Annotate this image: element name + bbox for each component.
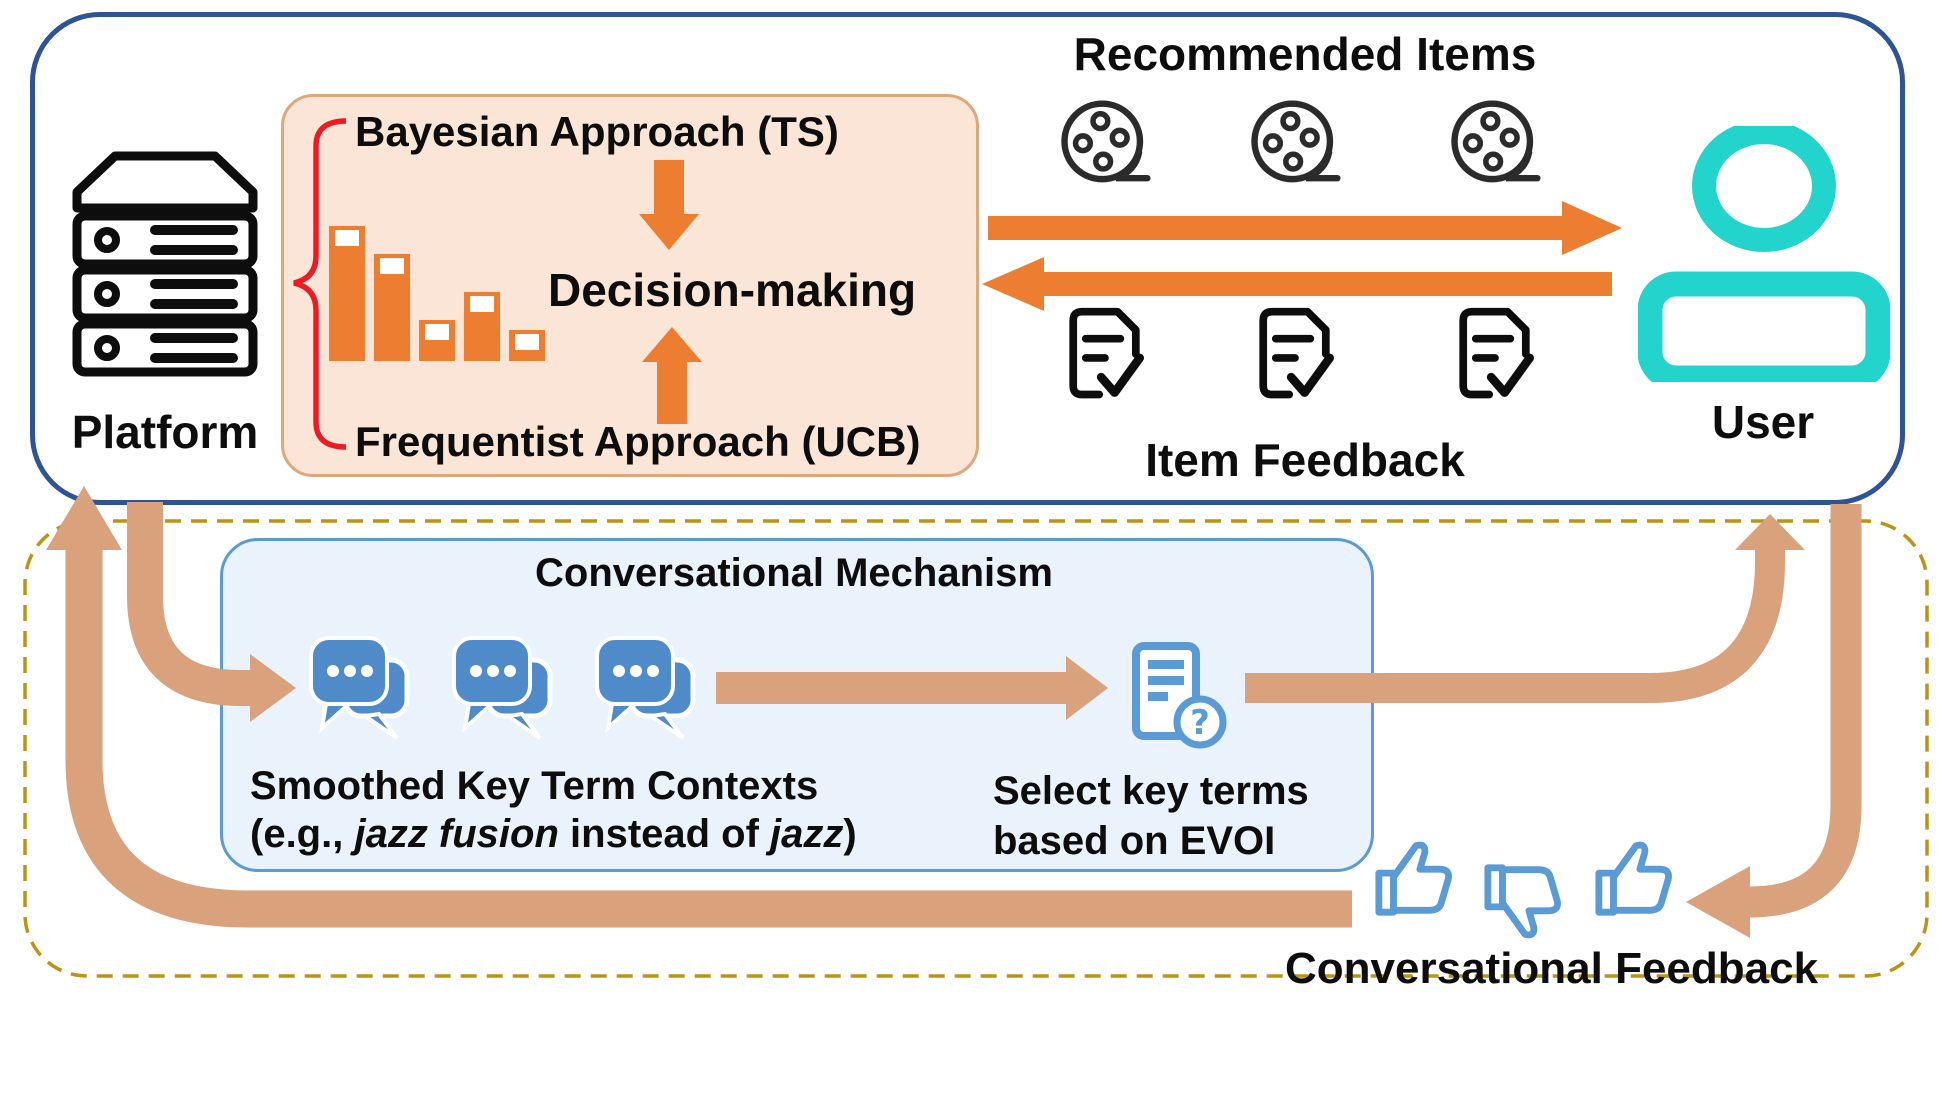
histogram-bar <box>509 330 545 361</box>
conversational-feedback-label: Conversational Feedback <box>1285 944 1819 993</box>
user-label: User <box>1711 396 1815 448</box>
film-reel-icon <box>1061 100 1151 183</box>
thumb-up-icon <box>1595 841 1672 916</box>
recommended-items-label: Recommended Items <box>1073 28 1537 80</box>
film-reel-icon <box>1451 100 1541 183</box>
user-icon <box>1638 126 1890 382</box>
bayesian-approach-label: Bayesian Approach (TS) <box>355 108 839 155</box>
document-check-icon <box>1259 307 1334 399</box>
document-check-icon <box>1069 307 1144 399</box>
svg-text:?: ? <box>1190 703 1210 743</box>
user-to-feedback-arrow <box>1686 504 1862 938</box>
film-reel-icon <box>1251 100 1341 183</box>
item-feedback-label: Item Feedback <box>1145 434 1465 486</box>
reward-histogram <box>329 226 551 361</box>
key-term-question-document-icon: ? <box>1132 642 1227 749</box>
histogram-bar <box>464 292 500 361</box>
frequentist-approach-label: Frequentist Approach (UCB) <box>355 418 921 465</box>
conversational-mechanism-label: Conversational Mechanism <box>535 551 1053 595</box>
server-icon <box>72 151 258 377</box>
select-key-terms-text: Select key terms based on EVOI <box>993 766 1309 866</box>
document-check-icon <box>1459 307 1534 399</box>
histogram-bar <box>419 320 455 361</box>
thumb-up-icon <box>1375 841 1452 916</box>
histogram-bar <box>329 226 365 361</box>
chat-bubble-icon <box>309 636 410 740</box>
thumb-down-icon <box>1484 864 1561 939</box>
chat-bubble-icon <box>595 636 696 740</box>
platform-label: Platform <box>71 406 259 458</box>
select-line1: Select key terms <box>993 769 1309 813</box>
histogram-bar <box>374 254 410 361</box>
select-line2: based on EVOI <box>993 819 1276 863</box>
chat-bubble-icon <box>452 636 553 740</box>
smoothed-line2: (e.g., jazz fusion instead of jazz) <box>250 812 857 856</box>
decision-making-label: Decision-making <box>548 264 917 316</box>
smoothed-key-term-text: Smoothed Key Term Contexts (e.g., jazz f… <box>250 762 857 858</box>
smoothed-line1: Smoothed Key Term Contexts <box>250 764 819 808</box>
